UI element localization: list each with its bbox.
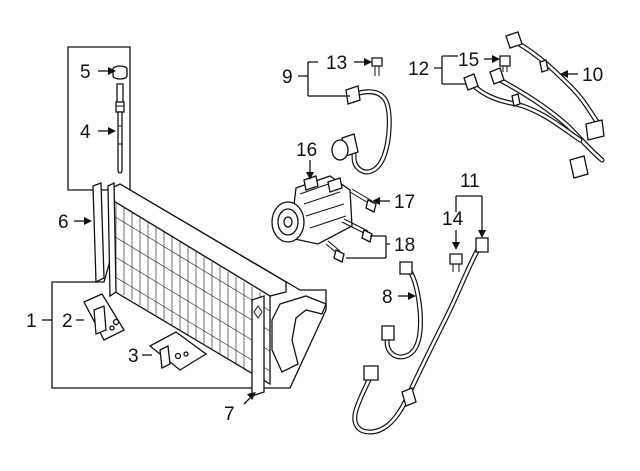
liquid-line-10 [469, 31, 605, 179]
bolt-18-upper [341, 218, 373, 243]
callout-17: 17 [394, 192, 415, 213]
callout-3: 3 [128, 346, 139, 367]
fitting-13 [371, 57, 383, 76]
callout-2: 2 [62, 311, 73, 332]
callout-15: 15 [458, 50, 479, 71]
callout-11: 11 [460, 171, 480, 192]
callout-7: 7 [224, 404, 235, 425]
valve-14 [449, 253, 463, 272]
side-seal-right [251, 295, 265, 397]
callout-12: 12 [408, 59, 429, 80]
bolt-17 [349, 188, 377, 213]
callout-9: 9 [282, 67, 293, 88]
suction-hose-9 [331, 85, 392, 175]
callout-6: 6 [58, 212, 69, 233]
drier-cap [112, 65, 128, 80]
callout-13: 13 [326, 53, 347, 74]
callout-8: 8 [382, 287, 393, 308]
bolt-18-lower [325, 240, 345, 263]
callout-16: 16 [296, 140, 317, 161]
callout-5: 5 [80, 62, 91, 83]
drier-cartridge [115, 83, 125, 174]
valve-15 [499, 55, 511, 72]
side-seal-left [92, 182, 105, 284]
fitting-12 [463, 67, 505, 91]
ac-compressor [271, 175, 353, 245]
callout-18: 18 [394, 235, 415, 256]
condenser [107, 181, 287, 386]
callout-10: 10 [582, 65, 603, 86]
callout-4: 4 [80, 122, 91, 143]
mount-bracket-2 [83, 293, 125, 341]
mount-bracket-3 [148, 331, 208, 371]
callout-1: 1 [26, 311, 37, 332]
callout-14: 14 [442, 209, 464, 230]
discharge-hose-8 [381, 261, 423, 360]
liquid-line-11 [352, 237, 489, 435]
condenser-bracket [271, 295, 327, 373]
